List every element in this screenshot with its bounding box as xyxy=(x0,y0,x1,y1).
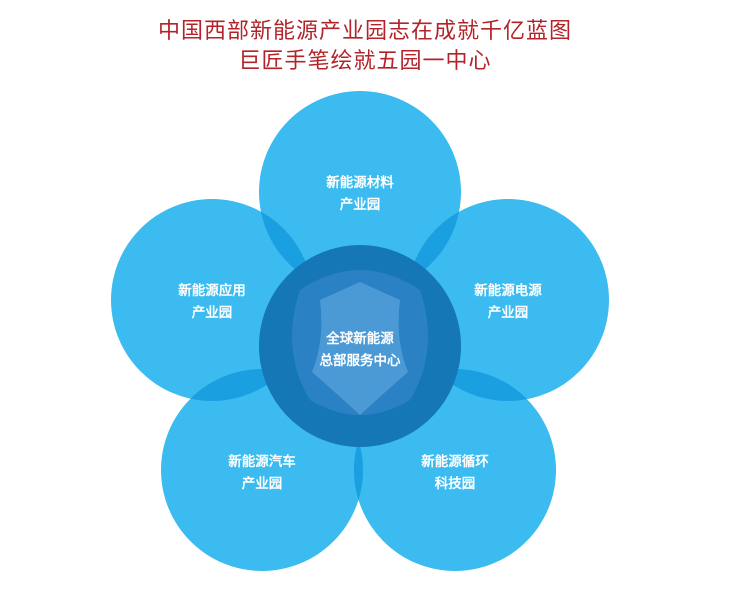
petal-bottom-left-label-1: 新能源汽车 xyxy=(228,453,296,470)
title-line-1: 中国西部新能源产业园志在成就千亿蓝图 xyxy=(157,19,572,44)
petal-top-label-2: 产业园 xyxy=(340,196,381,213)
petal-top-circle xyxy=(259,91,461,293)
petal-bottom-right-label-2: 科技园 xyxy=(435,475,476,492)
petal-right-label-2: 产业园 xyxy=(488,304,529,321)
petal-bottom-right-label-1: 新能源循环 xyxy=(421,453,489,470)
center-core xyxy=(292,270,428,415)
center-label-2: 总部服务中心 xyxy=(320,352,401,369)
petal-bottom-left-label-2: 产业园 xyxy=(242,475,283,492)
petal-left-label-1: 新能源应用 xyxy=(178,282,246,299)
petal-left-label-2: 产业园 xyxy=(192,304,233,321)
petal-right-label-1: 新能源电源 xyxy=(474,282,542,299)
petal-top-label-1: 新能源材料 xyxy=(326,174,394,191)
title-line-2: 巨匠手笔绘就五园一中心 xyxy=(238,49,492,74)
center-label-1: 全球新能源 xyxy=(325,330,394,347)
